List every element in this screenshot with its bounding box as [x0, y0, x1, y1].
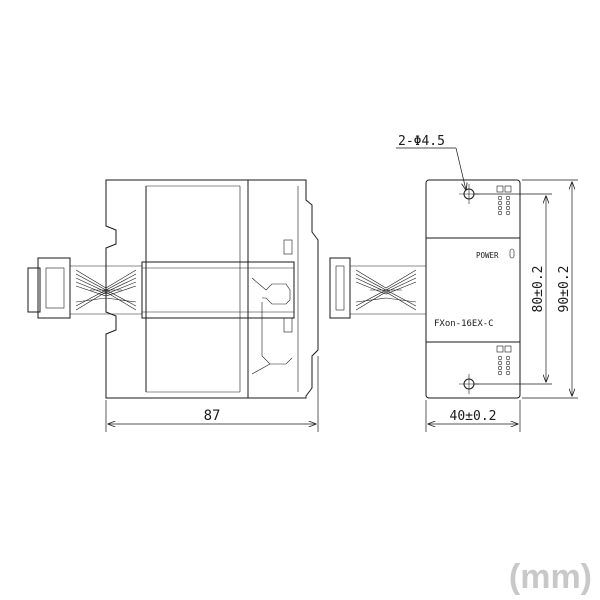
side-width-label: 87: [204, 408, 221, 424]
power-led: [509, 248, 515, 259]
front-view-flat-cable: [329, 257, 426, 319]
hole-pitch-dimension: [474, 193, 552, 385]
side-view: [27, 179, 319, 399]
front-view-outline: [425, 179, 521, 399]
hole-callout-label: 2-Φ4.5: [398, 134, 445, 149]
front-width-label: 40±0.2: [450, 409, 497, 424]
din-clip-upper: [283, 239, 293, 255]
power-label: POWER: [476, 251, 499, 260]
overall-height-dimension: [522, 179, 578, 399]
front-view: [329, 179, 521, 399]
side-width-dimension: [105, 356, 319, 432]
front-width-dimension: [425, 400, 521, 432]
overall-height-label: 90±0.2: [557, 266, 572, 313]
unit-label: (mm): [509, 558, 592, 596]
model-label: FXon-16EX-C: [434, 319, 494, 329]
hole-callout-leader: [396, 147, 466, 190]
cable-connector-tab: [27, 267, 41, 313]
indicator-array-lower: [496, 345, 512, 376]
side-view-body-outline: [105, 179, 319, 399]
din-clip-lower: [283, 317, 293, 333]
cable-connector-slot: [45, 267, 65, 309]
connector-latch-lower: [251, 302, 293, 375]
side-view-cable-band: [141, 261, 295, 319]
hole-pitch-label: 80±0.2: [531, 266, 546, 313]
cable-connector-head: [37, 257, 71, 319]
side-view-flat-cable: [70, 265, 142, 315]
indicator-array-upper: [496, 185, 512, 216]
connector-latch-upper: [251, 277, 291, 305]
